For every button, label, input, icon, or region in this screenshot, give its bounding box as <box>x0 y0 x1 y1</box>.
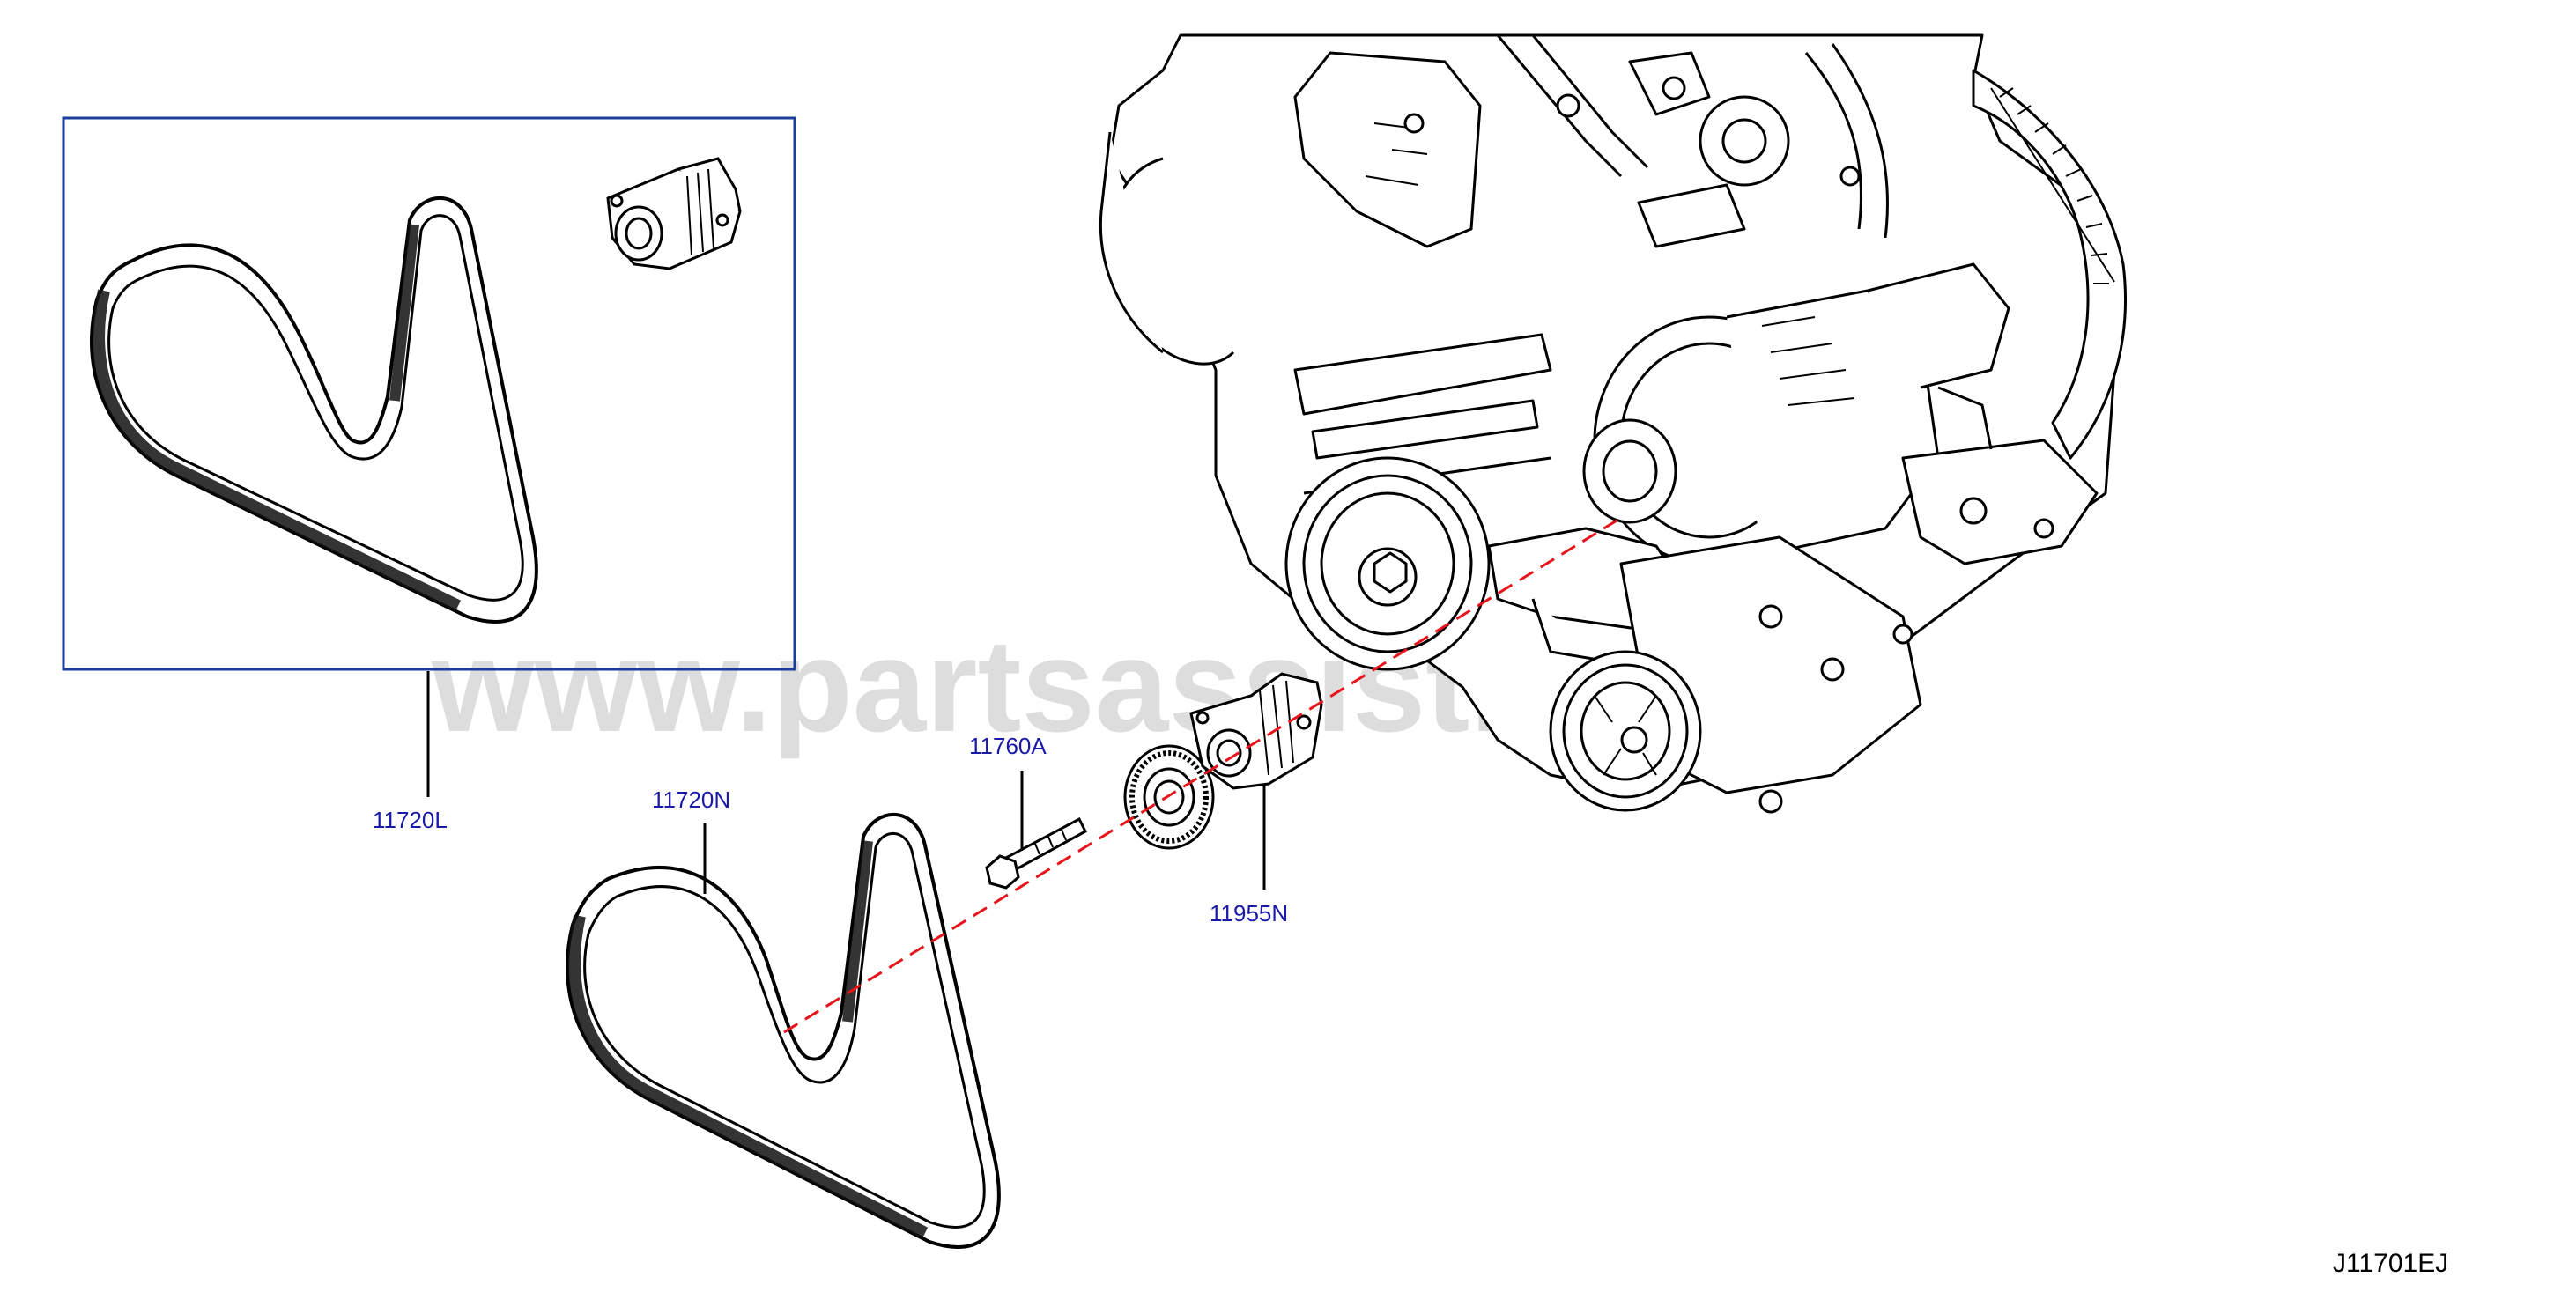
callout-belt-kit: 11720L <box>373 807 448 833</box>
engine-drawing <box>1099 33 2127 814</box>
callout-belt: 11720N <box>652 786 731 813</box>
callout-bolt: 11760A <box>969 733 1047 759</box>
callout-tensioner: 11955N <box>1210 900 1289 927</box>
diagram-code: J11701EJ <box>2333 1249 2449 1278</box>
kit-box <box>62 116 796 671</box>
belt-drawing <box>566 813 1001 1249</box>
kit-tensioner-drawing <box>606 157 742 270</box>
belt-routing-line <box>783 516 1622 1034</box>
tensioner-drawing <box>1189 672 1323 790</box>
bolt-drawing <box>985 816 1087 890</box>
kit-belt-drawing <box>90 196 538 624</box>
